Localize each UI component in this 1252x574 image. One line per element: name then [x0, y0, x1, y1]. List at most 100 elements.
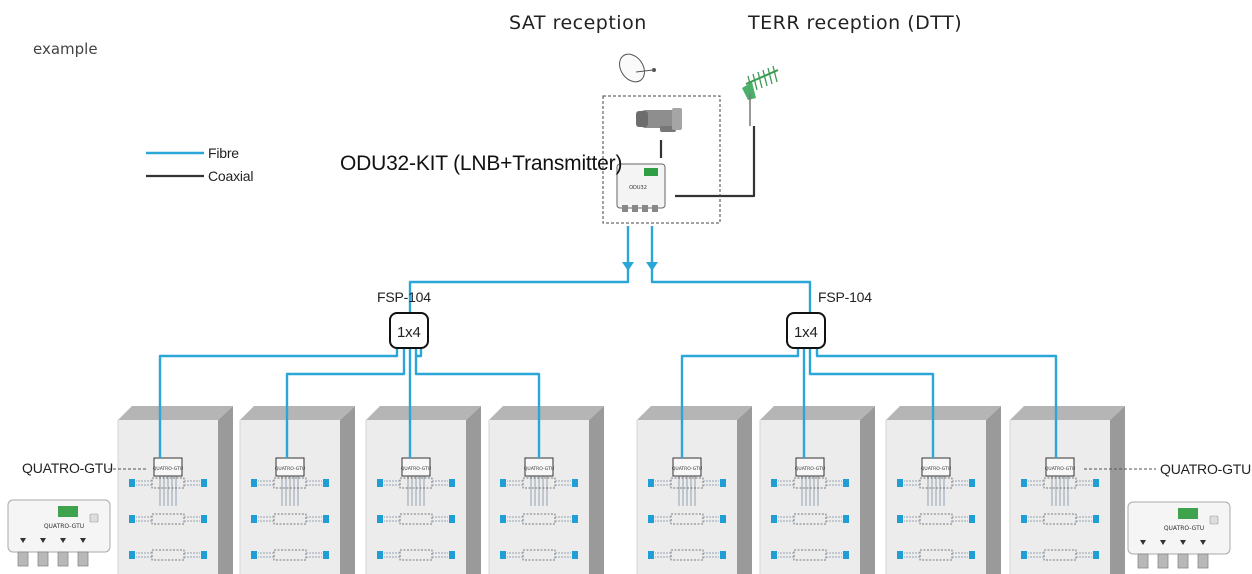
gtu-product-text: QUATRO-GTU — [44, 523, 84, 530]
gtu-box-text: QUATRO-GTU — [672, 466, 702, 472]
outlet-port — [129, 515, 135, 519]
gtu-callout-left: QUATRO-GTU — [22, 460, 114, 476]
outlet-port — [720, 519, 726, 523]
outlet-port — [969, 555, 975, 559]
building-side — [1110, 406, 1125, 574]
outlet-port — [500, 515, 506, 519]
legend-coaxial-label: Coaxial — [208, 168, 254, 184]
outlet-port — [843, 551, 849, 555]
lines-layer — [146, 126, 1058, 458]
fibre-drop-8 — [815, 348, 1058, 458]
gtu-box — [672, 457, 702, 477]
outlet-port — [449, 551, 455, 555]
tap-unit — [151, 549, 185, 561]
outlet-port — [323, 519, 329, 523]
fibre-drop-link — [416, 348, 423, 358]
outlet-port — [771, 555, 777, 559]
building-top — [886, 406, 1001, 420]
fibre-feed-left — [408, 226, 630, 313]
outlet-port — [572, 515, 578, 519]
building-1: QUATRO-GTU — [117, 406, 233, 574]
outlet-port — [500, 551, 506, 555]
gtu-box-text: QUATRO-GTU — [275, 466, 305, 472]
building-top — [118, 406, 233, 420]
tap-unit — [919, 477, 953, 489]
building-side — [737, 406, 752, 574]
fibre-drop-2 — [285, 348, 406, 458]
splitter-ratio-left: 1x4 — [397, 324, 421, 341]
outlet-port — [449, 483, 455, 487]
tap-network — [500, 476, 578, 561]
outlet-port — [377, 515, 383, 519]
building-8: QUATRO-GTU — [1009, 406, 1125, 574]
gtu-box-text: QUATRO-GTU — [1045, 466, 1075, 472]
tap-unit — [793, 477, 827, 489]
building-side — [340, 406, 355, 574]
gtu-box-text: QUATRO-GTU — [153, 466, 183, 472]
outlet-port — [449, 555, 455, 559]
fibre-drop-4 — [414, 348, 541, 458]
outlet-port — [648, 551, 654, 555]
outlet-port — [201, 555, 207, 559]
outlet-port — [201, 515, 207, 519]
tap-unit — [670, 549, 704, 561]
outlet-port — [323, 483, 329, 487]
outlet-port — [500, 479, 506, 483]
building-side — [466, 406, 481, 574]
building-top — [366, 406, 481, 420]
outlet-port — [771, 551, 777, 555]
outlet-port — [969, 519, 975, 523]
splitter-icon — [389, 312, 429, 349]
satellite-dish-icon — [619, 53, 656, 83]
outlet-port — [129, 555, 135, 559]
outlet-port — [720, 551, 726, 555]
outlet-port — [897, 483, 903, 487]
fibre-drop-5 — [680, 348, 800, 458]
building-side — [218, 406, 233, 574]
outlet-port — [1021, 479, 1027, 483]
building-2: QUATRO-GTU — [239, 406, 355, 574]
tap-unit — [273, 477, 307, 489]
tap-unit — [793, 549, 827, 561]
outlet-port — [251, 519, 257, 523]
outlet-port — [323, 555, 329, 559]
fibre-drop-1 — [158, 348, 399, 458]
outlet-port — [449, 479, 455, 483]
outlet-port — [771, 479, 777, 483]
outlet-port — [572, 551, 578, 555]
outlet-port — [720, 515, 726, 519]
splitter-name-left: FSP-104 — [377, 289, 431, 305]
fibre-arrow-right — [646, 262, 658, 271]
tap-network — [251, 476, 329, 561]
tap-unit — [670, 477, 704, 489]
outlet-port — [720, 555, 726, 559]
outlet-port — [500, 519, 506, 523]
outlet-port — [377, 551, 383, 555]
outlet-port — [720, 479, 726, 483]
outlet-port — [201, 551, 207, 555]
quatro-gtu-device-icon: QUATRO-GTU — [1127, 501, 1231, 569]
gtu-box — [1045, 457, 1075, 477]
building-6: QUATRO-GTU — [759, 406, 875, 574]
outlet-port — [1021, 555, 1027, 559]
building-top — [489, 406, 604, 420]
gtu-product-text: QUATRO-GTU — [1164, 525, 1204, 532]
building-5: QUATRO-GTU — [636, 406, 752, 574]
odu-kit-box — [602, 95, 721, 224]
outlet-port — [648, 483, 654, 487]
tap-unit — [522, 549, 556, 561]
gtu-box — [795, 457, 825, 477]
outlet-port — [500, 555, 506, 559]
outlet-port — [251, 515, 257, 519]
outlet-port — [500, 483, 506, 487]
fibre-arrow-left — [622, 262, 634, 271]
fibre-drop-7 — [808, 348, 935, 458]
tap-unit — [399, 477, 433, 489]
building-side — [986, 406, 1001, 574]
kit-label: ODU32-KIT (LNB+Transmitter) — [340, 152, 623, 175]
outlet-port — [1093, 519, 1099, 523]
building-3: QUATRO-GTU — [365, 406, 481, 574]
outlet-port — [969, 515, 975, 519]
building-top — [240, 406, 355, 420]
